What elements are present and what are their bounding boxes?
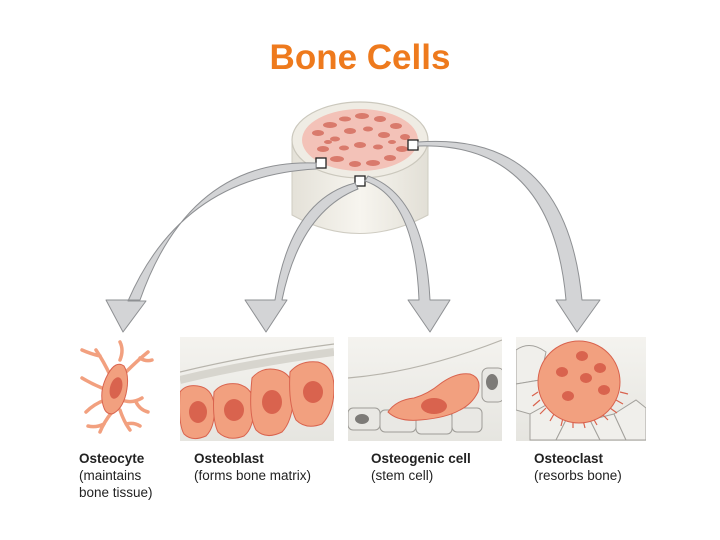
osteocyte-illustration [80, 340, 154, 434]
region-marker [407, 139, 419, 151]
cell-description: (resorbs bone) [534, 468, 622, 483]
osteoclast-label: Osteoclast (resorbs bone) [534, 450, 622, 484]
cell-name: Osteoclast [534, 451, 604, 466]
arrows [105, 140, 601, 333]
region-marker [315, 157, 327, 169]
osteoblast-label: Osteoblast (forms bone matrix) [194, 450, 311, 484]
cell-description: (maintains bone tissue) [79, 468, 153, 500]
diagram-title: Bone Cells [269, 38, 451, 77]
osteoblast-panel [180, 337, 334, 441]
osteocyte-label: Osteocyte (maintains bone tissue) [79, 450, 153, 501]
cell-description: (forms bone matrix) [194, 468, 312, 483]
cell-name: Osteoblast [194, 451, 264, 466]
osteoclast-panel [516, 337, 646, 441]
cell-description: (stem cell) [371, 468, 434, 483]
osteogenic-cell-label: Osteogenic cell (stem cell) [371, 450, 471, 484]
cell-name: Osteogenic cell [371, 451, 471, 466]
cell-name: Osteocyte [79, 451, 145, 466]
arrow-to-osteogenic-cell [364, 175, 451, 333]
region-marker [354, 175, 366, 187]
osteogenic-cell-panel [348, 337, 502, 441]
arrow-to-osteoclast [417, 140, 601, 333]
ruffled-border [531, 391, 629, 429]
arrow-to-osteoblast [244, 182, 359, 333]
arrow-to-osteocyte [105, 162, 317, 333]
